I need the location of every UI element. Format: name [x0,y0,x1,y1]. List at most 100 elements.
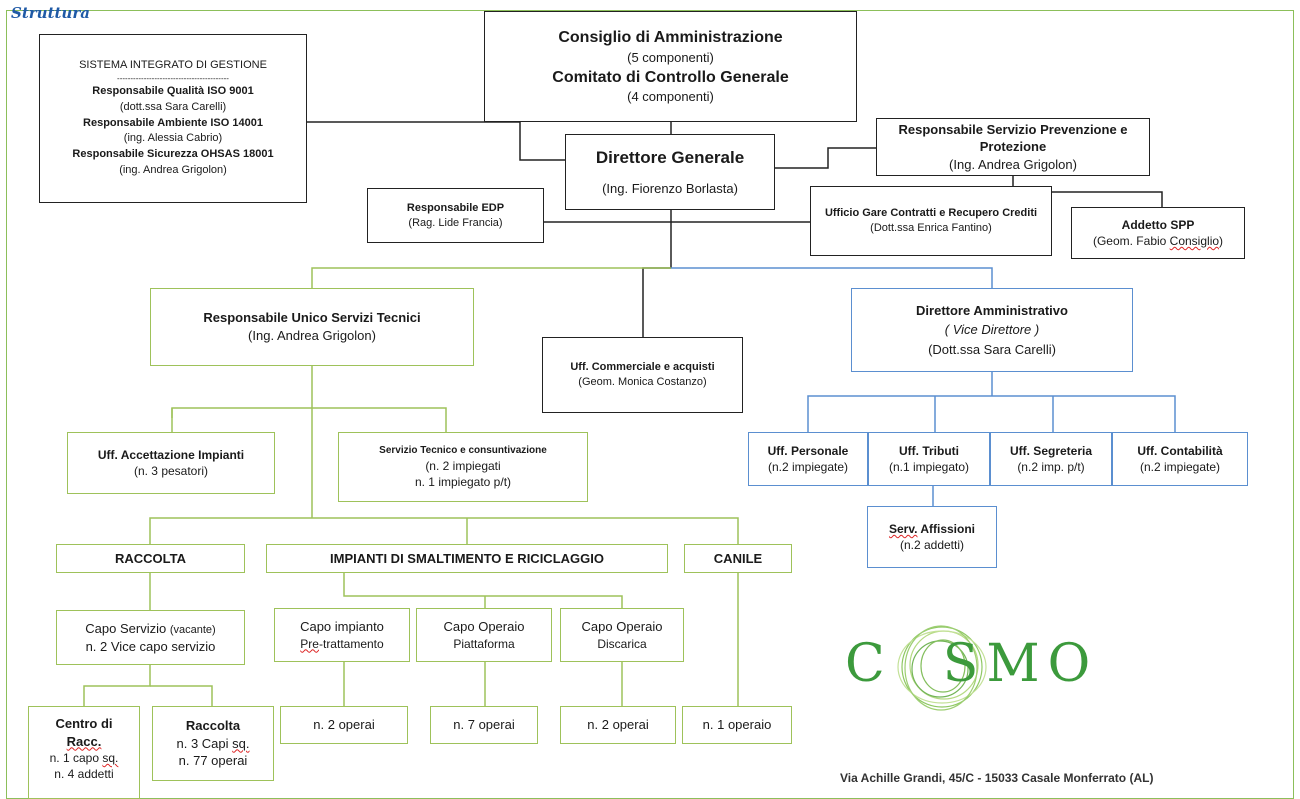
connector-plant-heads [343,573,623,608]
collection-head-line1: Capo Servizio (vacante) [85,620,216,636]
general-director-box: Direttore Generale (Ing. Fiorenzo Borlas… [565,134,775,210]
plant-head-pretreatment: Capo impianto Pre-trattamento [274,608,410,662]
workers-pretreatment: n. 2 operai [280,706,408,744]
connector-tech-offices [171,407,447,432]
quality-role: Responsabile Qualità ISO 9001 [92,84,254,97]
safety-role: Responsabile Sicurezza OHSAS 18001 [72,148,274,161]
office-contabilita: Uff. Contabilità (n.2 impiegate) [1112,432,1248,486]
office-personale: Uff. Personale (n.2 impiegate) [748,432,868,486]
postings-box: Serv. Affissioni (n.2 addetti) [867,506,997,568]
office-contabilita-note: (n.2 impiegate) [1139,460,1221,474]
plant-head-platform: Capo Operaio Piattaforma [416,608,552,662]
office-personale-title: Uff. Personale [767,443,849,458]
collection-head-line2: n. 2 Vice capo servizio [85,638,216,654]
connector-system-director [307,121,565,161]
acceptance-title: Uff. Accettazione Impianti [97,447,245,462]
office-tributi-note: (n.1 impiegato) [888,460,970,474]
workers-1-label: n. 2 operai [313,717,375,733]
admin-director-box: Direttore Amministrativo ( Vice Direttor… [851,288,1133,372]
committee-title: Comitato di Controllo Generale [552,68,789,86]
tech-service-line1: (n. 2 impiegati [425,458,501,473]
division-collection: RACCOLTA [56,544,245,573]
connector-admin-offices [807,395,1176,432]
workers-landfill: n. 2 operai [560,706,676,744]
tenders-box: Ufficio Gare Contratti e Recupero Credit… [810,186,1052,256]
board-note: (5 componenti) [627,49,714,65]
plant-head-3-title: Capo Operaio [581,619,663,635]
workers-2-label: n. 7 operai [453,717,515,733]
plant-head-1-sub: Pre-trattamento [300,636,384,651]
division-kennel-title: CANILE [713,550,763,566]
board-title: Consiglio di Amministrazione [558,29,783,47]
connector-technical [311,267,671,288]
plant-head-3-sub: Discarica [597,636,647,651]
edp-box: Responsabile EDP (Rag. Lide Francia) [367,188,544,243]
admin-director-title: Direttore Amministrativo [916,302,1068,318]
spp-title: Addetto SPP [1121,217,1195,232]
plant-head-1-title: Capo impianto [300,619,384,635]
workers-kennel: n. 1 operaio [682,706,792,744]
commercial-box: Uff. Commerciale e acquisti (Geom. Monic… [542,337,743,413]
cosmo-logo [897,625,987,711]
postings-note: (n.2 addetti) [899,538,965,552]
connector-collection-center [83,665,151,706]
technical-title: Responsabile Unico Servizi Tecnici [203,310,421,326]
plant-head-2-title: Capo Operaio [443,619,525,635]
collection-center-title1: Centro di [55,716,113,731]
acceptance-box: Uff. Accettazione Impianti (n. 3 pesator… [67,432,275,494]
spp-box: Addetto SPP (Geom. Fabio Consiglio) [1071,207,1245,259]
office-segreteria: Uff. Segreteria (n.2 imp. p/t) [990,432,1112,486]
committee-note: (4 componenti) [627,89,714,105]
address: Via Achille Grandi, 45/C - 15033 Casale … [840,771,1154,785]
collection-center-line2: n. 4 addetti [54,767,114,782]
collection-team-line1: n. 3 Capi sq. [176,735,250,751]
postings-title: Serv. Affissioni [888,521,976,536]
spp-person: (Geom. Fabio Consiglio) [1092,234,1224,248]
connector-prevention-spp [1012,176,1163,207]
collection-center-box: Centro di Racc. n. 1 capo sq. n. 4 addet… [28,706,140,799]
collection-center-line1: n. 1 capo sq. [49,751,119,766]
connector-collection-team [150,685,213,706]
workers-3-label: n. 2 operai [587,717,649,733]
admin-director-person: (Dott.ssa Sara Carelli) [928,341,1056,357]
quality-person: (dott.ssa Sara Carelli) [119,100,227,113]
prevention-title: Responsabile Servizio Prevenzione e Prot… [898,121,1128,155]
technical-person: (Ing. Andrea Grigolon) [248,328,376,343]
connector-divisions [149,517,739,544]
board-box: Consiglio di Amministrazione (5 componen… [484,11,857,122]
division-plants: IMPIANTI DI SMALTIMENTO E RICICLAGGIO [266,544,668,573]
collection-team-box: Raccolta n. 3 Capi sq. n. 77 operai [152,706,274,781]
edp-person: (Rag. Lide Francia) [408,216,503,229]
tech-service-box: Servizio Tecnico e consuntivazione (n. 2… [338,432,588,502]
division-kennel: CANILE [684,544,792,573]
collection-team-line2: n. 77 operai [178,753,248,769]
connector-commercial [642,267,671,337]
general-director-person: (Ing. Fiorenzo Borlasta) [602,180,738,196]
integrated-system-title: SISTEMA INTEGRATO DI GESTIONE [79,58,267,71]
office-personale-note: (n.2 impiegate) [767,460,849,474]
connector-director-prevention [775,147,876,169]
safety-person: (ing. Andrea Grigolon) [119,164,227,177]
integrated-system-separator: ----------------------------------------… [117,73,229,83]
office-tributi-title: Uff. Tributi [899,443,959,458]
office-segreteria-title: Uff. Segreteria [1009,443,1093,458]
tenders-person: (Dott.ssa Enrica Fantino) [870,222,992,234]
technical-box: Responsabile Unico Servizi Tecnici (Ing.… [150,288,474,366]
collection-center-title2: Racc. [66,733,102,749]
plant-head-landfill: Capo Operaio Discarica [560,608,684,662]
environment-person: (ing. Alessia Cabrio) [123,132,223,145]
division-collection-title: RACCOLTA [114,550,186,566]
admin-director-subtitle: ( Vice Direttore ) [944,322,1040,338]
prevention-box: Responsabile Servizio Prevenzione e Prot… [876,118,1150,176]
connector-admin-director [671,267,993,288]
division-plants-title: IMPIANTI DI SMALTIMENTO E RICICLAGGIO [330,550,604,566]
tech-service-line2: n. 1 impiegato p/t) [414,474,512,489]
prevention-person: (Ing. Andrea Grigolon) [949,156,1077,172]
edp-title: Responsabile EDP [406,201,505,214]
collection-head-box: Capo Servizio (vacante) n. 2 Vice capo s… [56,610,245,665]
integrated-system-box: SISTEMA INTEGRATO DI GESTIONE ----------… [39,34,307,203]
office-tributi: Uff. Tributi (n.1 impiegato) [868,432,990,486]
workers-platform: n. 7 operai [430,706,538,744]
